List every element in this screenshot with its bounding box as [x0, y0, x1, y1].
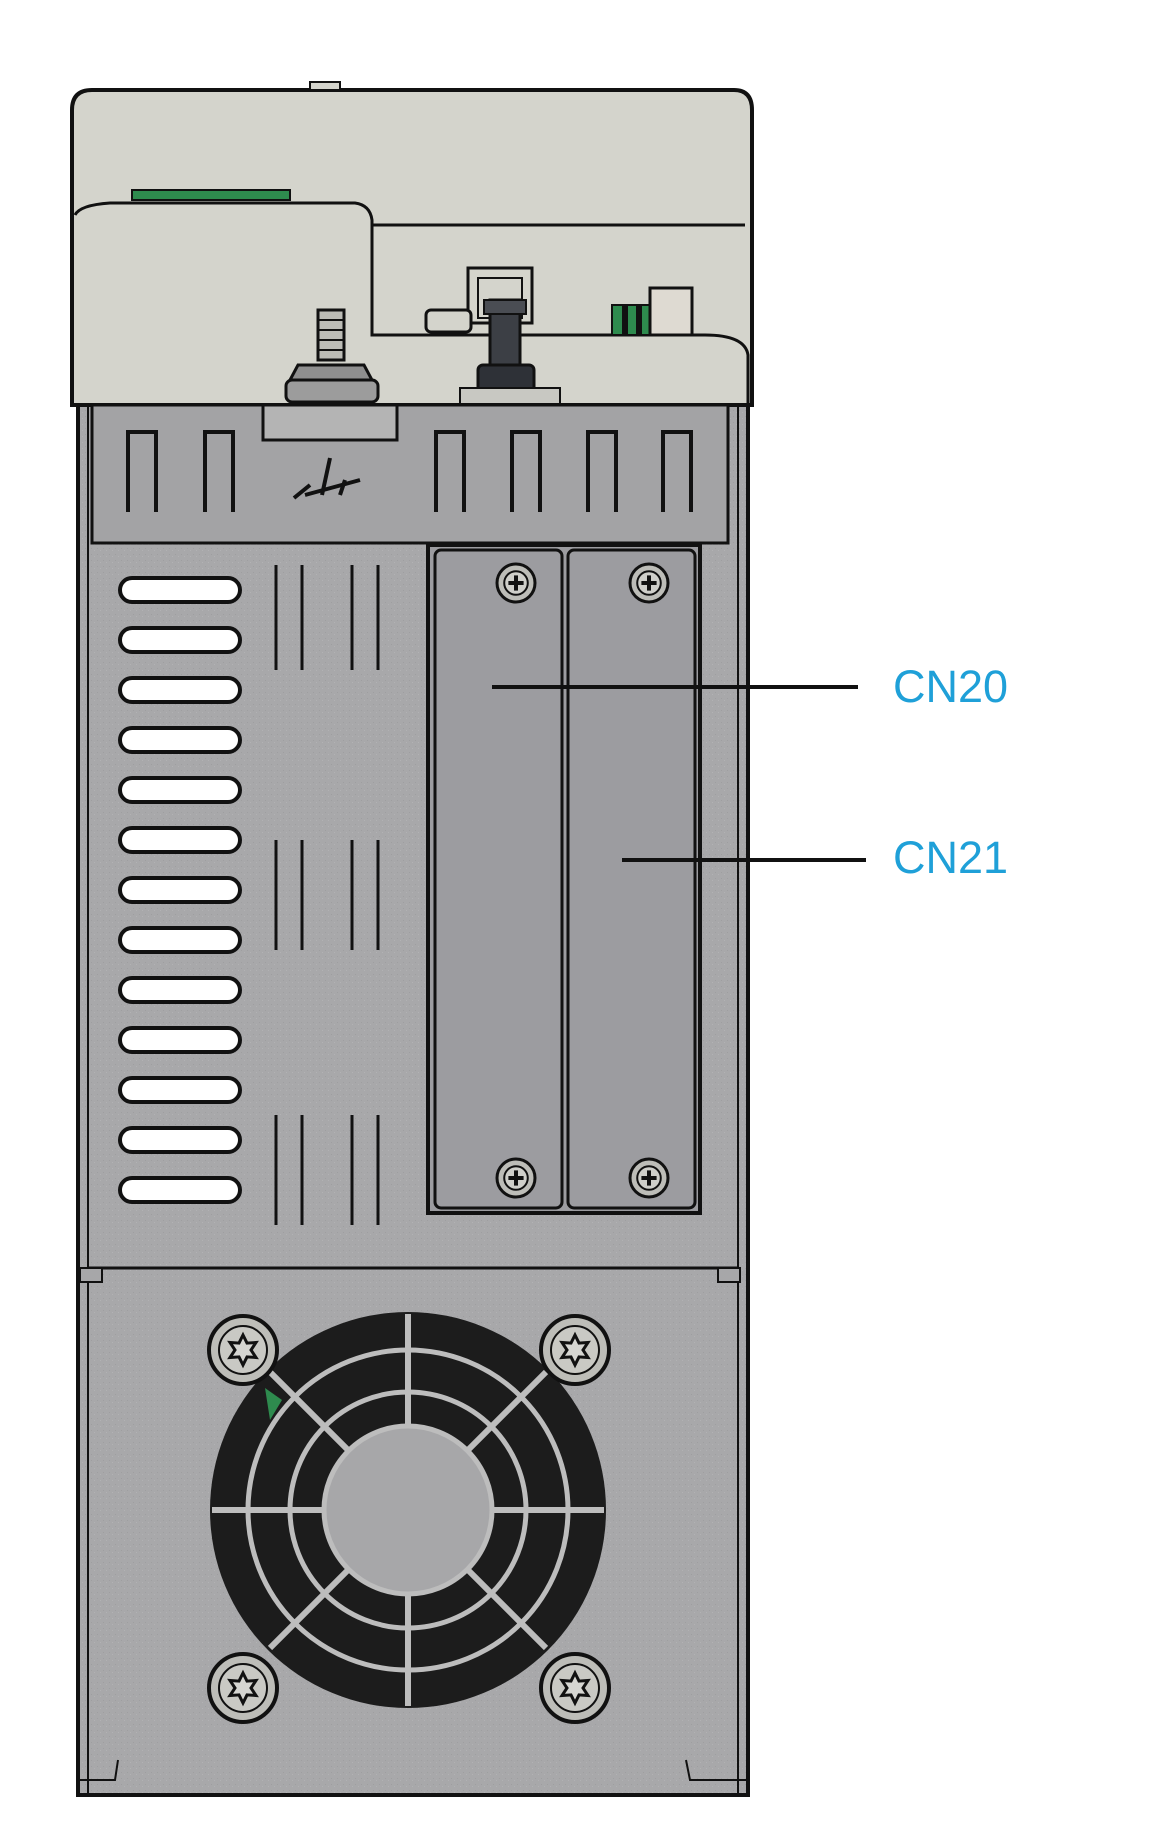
screw-icon	[495, 1157, 537, 1199]
callout-label-cn20: CN20	[893, 661, 1008, 712]
vent-slot-icon	[118, 976, 242, 1004]
fan-screw-group	[207, 1314, 611, 1724]
chassis-ribs	[274, 565, 380, 1225]
vent-slot-icon	[118, 576, 242, 604]
bracket-slot	[203, 430, 235, 512]
screw-icon	[628, 562, 670, 604]
vent-slot-column	[118, 576, 242, 1204]
status-led-strip	[131, 189, 291, 201]
ground-symbol-icon	[292, 457, 361, 500]
screw-icon	[539, 1314, 611, 1386]
callout-label-cn21: CN21	[893, 832, 1008, 883]
bracket-slot	[661, 430, 693, 512]
vent-slot-icon	[118, 826, 242, 854]
bracket-slot	[434, 430, 466, 512]
top-cover	[70, 81, 754, 409]
vent-slot-icon	[118, 1126, 242, 1154]
screw-icon	[207, 1652, 279, 1724]
callout-cn21: CN21	[622, 832, 1008, 883]
bracket-slot	[586, 430, 618, 512]
vent-slot-icon	[118, 676, 242, 704]
vent-slot-icon	[118, 876, 242, 904]
option-slot-cn20	[433, 548, 564, 1210]
vent-slot-icon	[118, 1076, 242, 1104]
bracket-slot-group	[126, 430, 693, 512]
vent-slot-icon	[118, 1176, 242, 1204]
screw-icon	[495, 562, 537, 604]
bracket-slot	[510, 430, 542, 512]
vent-slot-icon	[118, 776, 242, 804]
header-connector	[611, 286, 694, 337]
option-slot-cn21	[566, 548, 697, 1210]
screw-icon	[207, 1314, 279, 1386]
bracket-slot	[126, 430, 158, 512]
callout-cn20: CN20	[492, 661, 1008, 712]
cable-gland	[459, 298, 561, 409]
vent-slot-icon	[118, 726, 242, 754]
vent-slot-icon	[118, 926, 242, 954]
slot-screw-group	[495, 562, 670, 1199]
fan-icon	[210, 1312, 606, 1708]
ground-stud	[284, 308, 380, 404]
vent-slot-icon	[118, 1026, 242, 1054]
screw-icon	[628, 1157, 670, 1199]
vent-slot-icon	[118, 626, 242, 654]
screw-icon	[539, 1652, 611, 1724]
